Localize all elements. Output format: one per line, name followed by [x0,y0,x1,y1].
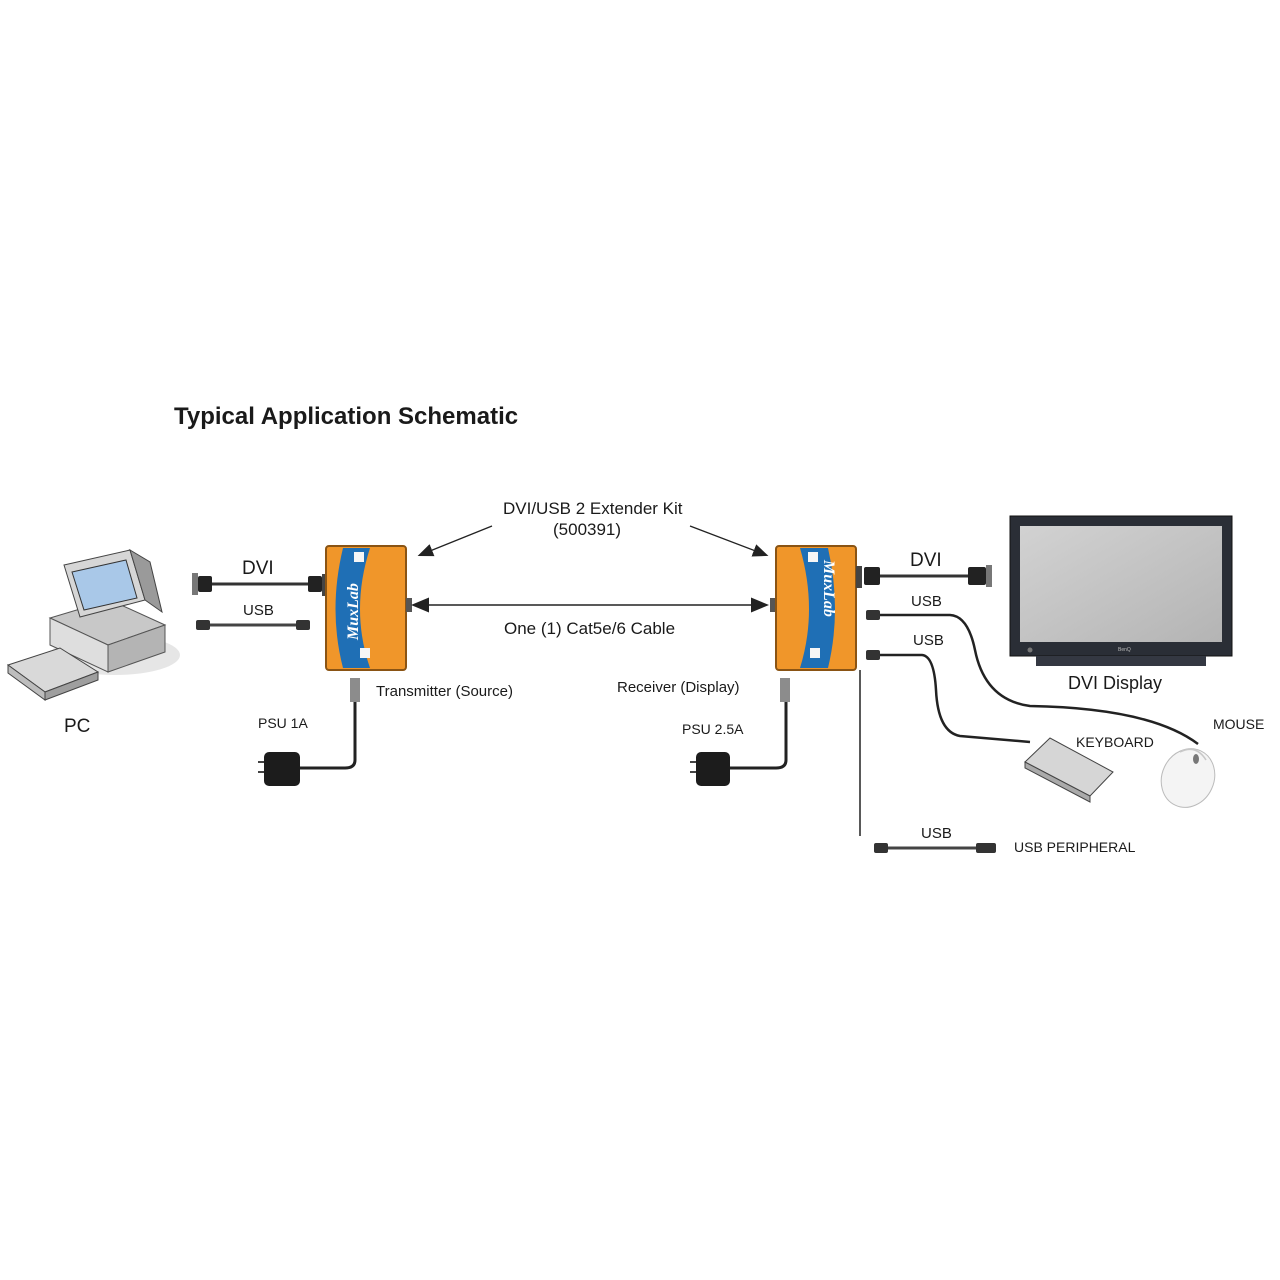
mouse-label: MOUSE [1213,716,1265,732]
keyboard-usb-label: USB [913,632,944,649]
transmitter-device: MuxLab [322,545,412,671]
keyboard-label: KEYBOARD [1076,734,1154,750]
display-dvi-label: DVI [910,550,942,571]
receiver-psu [690,678,790,786]
pc-dvi-label: DVI [242,558,274,579]
kit-arrow-right [689,525,769,557]
transmitter-psu-label: PSU 1A [258,715,308,731]
pc-dvi-cable [192,573,322,595]
receiver-device: MuxLab [770,545,862,671]
display-dvi-cable [864,565,992,587]
usb-peripheral-label: USB PERIPHERAL [1014,839,1136,855]
dvi-display-icon: BenQ [1009,515,1233,666]
receiver-brand-logo: MuxLab [820,559,837,617]
pc-usb-label: USB [243,602,274,619]
transmitter-psu [258,678,360,786]
usb-peripheral-cable [874,843,996,853]
transmitter-brand-logo: MuxLab [345,583,362,641]
cable-label: One (1) Cat5e/6 Cable [504,619,676,638]
transmitter-label: Transmitter (Source) [376,683,513,700]
kit-arrow-left [417,525,493,557]
kit-part-number: (500391) [553,520,622,539]
keyboard-icon [1024,737,1114,803]
svg-text:BenQ: BenQ [1118,647,1131,653]
usb-peripheral-cable-label: USB [921,825,952,842]
mouse-usb-cable [866,610,1199,746]
receiver-label: Receiver (Display) [617,679,740,696]
pc-computer-icon [6,548,180,701]
mouse-usb-label: USB [911,593,942,610]
kit-name-label: DVI/USB 2 Extender Kit [503,499,683,518]
keyboard-usb-cable [866,650,1031,744]
mouse-icon [1160,748,1216,808]
display-label: DVI Display [1068,673,1163,693]
receiver-psu-label: PSU 2.5A [682,721,744,737]
page-title: Typical Application Schematic [174,403,519,430]
pc-label: PC [64,716,91,737]
pc-usb-cable [196,620,310,630]
